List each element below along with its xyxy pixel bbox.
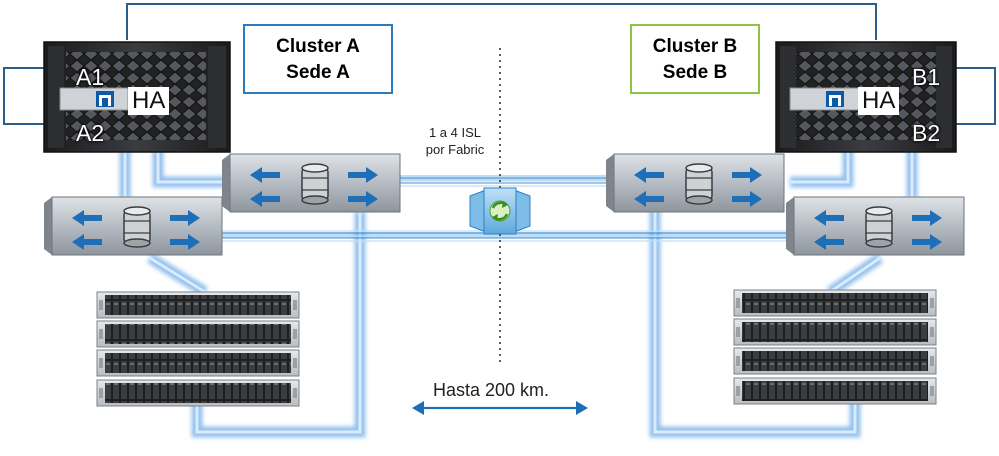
switch-arrow-icon <box>170 210 200 226</box>
disk-shelf <box>96 320 300 348</box>
switch-port-icon <box>123 206 151 248</box>
switch-arrow-icon <box>634 191 664 207</box>
disk-shelves-a <box>96 291 300 407</box>
node-a1-label: A1 <box>76 64 105 90</box>
switch-arrow-icon <box>348 191 378 207</box>
fc-switch-b-lower <box>786 196 965 256</box>
sync-arrows-icon <box>489 200 511 222</box>
isl-label: 1 a 4 ISL por Fabric <box>410 124 500 158</box>
switch-arrow-icon <box>348 167 378 183</box>
cluster-b-label-box: Cluster B Sede B <box>630 24 760 94</box>
node-b2-label: B2 <box>912 120 941 146</box>
isl-fabric-label: por Fabric <box>425 142 485 157</box>
netapp-logo-icon <box>826 91 844 107</box>
ha-pair-b-label: HA <box>858 87 900 115</box>
cluster-b-links <box>649 150 918 438</box>
switch-arrow-icon <box>912 234 942 250</box>
switch-arrow-icon <box>72 210 102 226</box>
cluster-b-loop-line <box>956 67 996 125</box>
switch-arrow-icon <box>250 167 280 183</box>
top-interconnect-line <box>126 3 877 40</box>
switch-arrow-icon <box>732 167 762 183</box>
switch-arrow-icon <box>634 167 664 183</box>
switch-arrow-icon <box>170 234 200 250</box>
cluster-b-title: Cluster B <box>652 36 738 57</box>
double-arrow-icon <box>412 401 588 415</box>
disk-shelf <box>733 289 937 317</box>
isl-count-label: 1 a 4 ISL <box>428 125 482 140</box>
ha-pair-a-label: HA <box>128 87 170 115</box>
switch-arrow-icon <box>912 210 942 226</box>
cluster-a-site: Sede A <box>286 62 350 83</box>
switch-port-icon <box>865 206 893 248</box>
disk-shelf <box>96 291 300 319</box>
switch-arrow-icon <box>732 191 762 207</box>
cluster-a-loop-line <box>3 67 44 125</box>
fc-switch-a-upper <box>222 153 401 213</box>
disk-shelf <box>96 349 300 377</box>
distance-label: Hasta 200 km. <box>433 380 550 400</box>
cluster-a-label-box: Cluster A Sede A <box>243 24 393 94</box>
netapp-logo-icon <box>96 91 114 107</box>
cluster-b-site: Sede B <box>662 62 728 83</box>
atto-bridge-icon <box>469 187 531 235</box>
switch-port-icon <box>685 163 713 205</box>
node-a2-label: A2 <box>76 120 105 146</box>
switch-port-icon <box>301 163 329 205</box>
switch-arrow-icon <box>250 191 280 207</box>
fc-switch-b-upper <box>606 153 785 213</box>
disk-shelf <box>733 377 937 405</box>
disk-shelf <box>96 379 300 407</box>
disk-shelf <box>733 318 937 346</box>
fc-switch-a-lower <box>44 196 223 256</box>
cluster-a-title: Cluster A <box>276 36 360 57</box>
switch-arrow-icon <box>814 210 844 226</box>
node-b1-label: B1 <box>912 64 941 90</box>
switch-arrow-icon <box>814 234 844 250</box>
cluster-a-links <box>119 150 366 438</box>
switch-arrow-icon <box>72 234 102 250</box>
disk-shelf <box>733 347 937 375</box>
disk-shelves-b <box>733 289 937 405</box>
